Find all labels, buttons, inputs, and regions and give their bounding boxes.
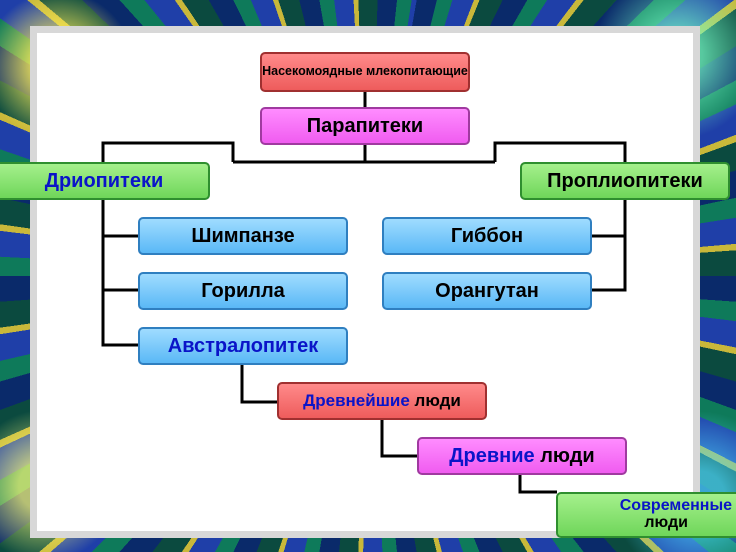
node-insectivores-label: Насекомоядные млекопитающие bbox=[262, 64, 468, 79]
node-propliopithecus-label: Проплиопитеки bbox=[547, 169, 703, 192]
line-parapithecus-branches bbox=[101, 141, 627, 164]
node-australopithecus: Австралопитек bbox=[138, 327, 348, 365]
line-australopithecus-earliest bbox=[240, 364, 278, 404]
node-ancient-people-label: Древние люди bbox=[449, 444, 595, 467]
node-dryopithecus-label: Дриопитеки bbox=[44, 169, 164, 192]
node-earliest-people-label: Древнейшие люди bbox=[303, 392, 461, 410]
node-gibbon: Гиббон bbox=[382, 217, 592, 255]
line-dryopithecus-branch bbox=[101, 198, 140, 347]
ancient-people-word-2: люди bbox=[534, 444, 595, 467]
earliest-people-word-1: Древнейшие bbox=[303, 391, 410, 411]
modern-people-word-1: Современные bbox=[619, 497, 732, 515]
line-earliest-ancient bbox=[380, 419, 418, 458]
node-parapithecus-label: Парапитеки bbox=[306, 114, 424, 137]
line-ancient-modern bbox=[518, 474, 557, 494]
node-gorilla: Горилла bbox=[138, 272, 348, 310]
modern-people-word-2: люди bbox=[644, 514, 688, 531]
node-chimpanzee-label: Шимпанзе bbox=[191, 224, 295, 247]
node-orangutan: Орангутан bbox=[382, 272, 592, 310]
node-gorilla-label: Горилла bbox=[201, 279, 285, 302]
line-propliopithecus-branch bbox=[590, 198, 627, 292]
ancient-people-word-1: Древние bbox=[449, 444, 535, 467]
node-ancient-people: Древние люди bbox=[417, 437, 627, 475]
node-gibbon-label: Гиббон bbox=[450, 224, 524, 247]
node-australopithecus-label: Австралопитек bbox=[167, 334, 319, 357]
node-orangutan-label: Орангутан bbox=[435, 279, 539, 302]
node-chimpanzee: Шимпанзе bbox=[138, 217, 348, 255]
node-parapithecus: Парапитеки bbox=[260, 107, 470, 145]
node-propliopithecus: Проплиопитеки bbox=[520, 162, 730, 200]
node-dryopithecus: Дриопитеки bbox=[0, 162, 210, 200]
node-modern-people: Современные люди bbox=[556, 492, 736, 538]
earliest-people-word-2: люди bbox=[409, 391, 461, 411]
node-insectivores: Насекомоядные млекопитающие bbox=[260, 52, 470, 92]
node-earliest-people: Древнейшие люди bbox=[277, 382, 487, 420]
